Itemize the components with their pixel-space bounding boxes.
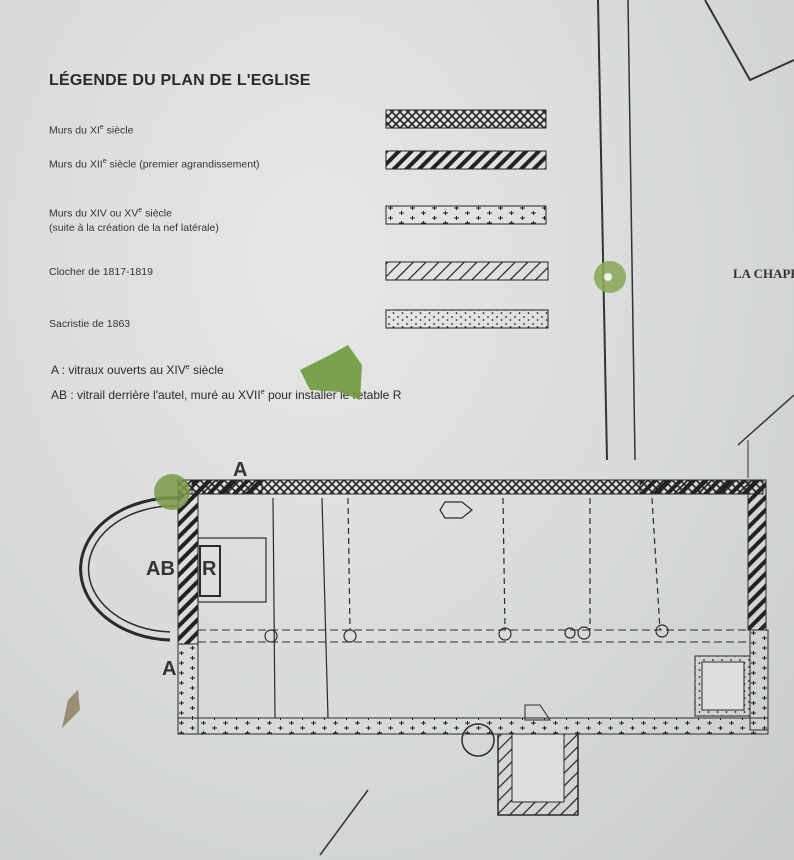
legend-title: LÉGENDE DU PLAN DE L'EGLISE [49,72,311,89]
background-lines [319,0,794,856]
note-ab: AB : vitrail derrière l'autel, muré au X… [51,388,401,402]
legend-label: Murs du XII [49,158,103,171]
swatch-sacristie [385,309,549,329]
legend-swatches [385,109,549,329]
plan-drawing [79,479,769,816]
note-text: pour installer le retable R [264,388,402,402]
south-wall [177,717,769,735]
swatch-xii [385,150,547,170]
swatch-xi [385,109,547,129]
label-ab: AB [146,558,175,580]
sup: e [185,364,190,371]
sup: e [102,158,107,165]
legend-item-xii: Murs du XIIe siècle (premier agrandissem… [49,155,260,172]
label-a-top: A [233,459,248,481]
legend-label-rest: siècle [142,207,172,220]
note-a: A : vitraux ouverts au XIVe siècle [51,363,224,377]
moss-stains [62,261,626,728]
legend-item-xi: Murs du XIe siècle [49,121,133,138]
note-text: AB : vitrail derrière l'autel, muré au X… [51,388,261,402]
legend-label: Murs du XIV ou XV [49,207,139,220]
label-a-left: A [162,658,177,680]
sup: e [99,124,104,131]
legend-sublabel: (suite à la création de la nef latérale) [49,221,219,234]
legend-item-sacristie: Sacristie de 1863 [49,318,131,330]
sup: e [260,389,265,396]
east-wall [177,493,199,645]
legend-item-clocher: Clocher de 1817-1819 [49,266,153,278]
swatch-xiv [385,205,547,225]
west-wall [747,479,767,631]
note-text: A : vitraux ouverts au XIV [51,363,186,377]
legend-label-rest: siècle [103,124,134,137]
note-text: siècle [189,363,224,377]
sup: e [138,207,143,214]
legend-label-rest: siècle (premier agrandissement) [106,158,260,171]
legend-item-xiv: Murs du XIV ou XVe siècle(suite à la cré… [49,204,219,235]
chapel-label: LA CHAPE [733,266,794,281]
label-r: R [202,558,217,580]
swatch-clocher [385,261,549,281]
legend-label: Murs du XI [49,124,100,137]
